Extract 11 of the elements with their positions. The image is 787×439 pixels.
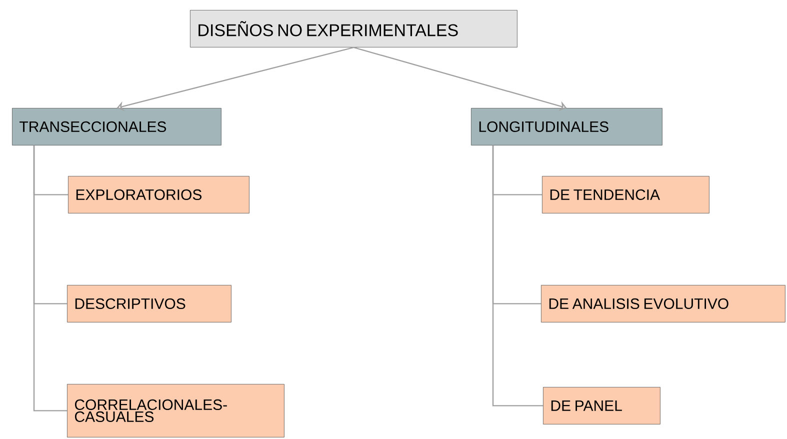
type-box: DE ANALISIS EVOLUTIVO	[541, 285, 786, 322]
category-box: DISEÑOS NO EXPERIMENTALES	[190, 10, 518, 48]
type-box: CORRELACIONALES- CASUALES	[67, 384, 284, 438]
category-box: TRANSECCIONALES	[12, 108, 222, 146]
type-box: DE PANEL	[543, 387, 660, 424]
type-box: EXPLORATORIOS	[68, 176, 250, 214]
type-box: DE TENDENCIA	[542, 176, 710, 214]
connector-line	[33, 145, 67, 412]
connector-line	[492, 145, 543, 406]
type-box: DESCRIPTIVOS	[67, 285, 232, 322]
category-box: LONGITUDINALES	[471, 108, 662, 146]
